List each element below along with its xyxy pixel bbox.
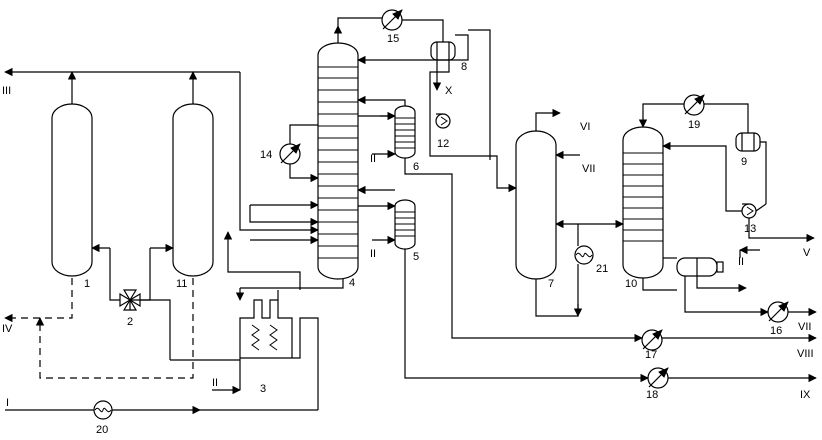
label-6: 6 — [413, 161, 419, 173]
stream-V: V — [803, 247, 811, 259]
column-10 — [622, 126, 664, 279]
line-valve-right — [140, 248, 151, 301]
stream-III: III — [2, 85, 11, 97]
label-14: 14 — [260, 149, 272, 161]
reflux-drum-8 — [430, 41, 456, 61]
pumparound-14-out — [289, 124, 318, 144]
reboiler-10 — [676, 257, 724, 277]
label-9: 9 — [741, 156, 747, 168]
overhead-to-drum-8 — [402, 19, 444, 42]
label-12: 12 — [437, 138, 449, 150]
stripper-5 — [394, 199, 416, 250]
stream-VI: VI — [580, 121, 590, 133]
pump-12-icon — [435, 113, 451, 129]
stream-VII-column-7: VII — [582, 163, 595, 175]
stream-VII-outlet: VII — [798, 321, 811, 333]
cooler-14-icon — [279, 143, 301, 165]
pump-13-icon — [741, 203, 757, 219]
label-13: 13 — [744, 223, 756, 235]
column-10-bottoms — [642, 278, 677, 291]
equipment-labels: 1 2 3 4 5 6 7 8 9 10 11 12 13 14 15 16 1… — [84, 33, 782, 436]
label-21: 21 — [596, 263, 608, 275]
stream-II-stripper-6: II — [370, 153, 376, 165]
label-8: 8 — [461, 61, 467, 73]
cooler-18-icon — [647, 367, 669, 389]
reactor-11 — [172, 103, 214, 277]
reflux-drum-9 — [735, 132, 761, 152]
column-4-bottoms — [240, 279, 344, 289]
furnace-feed — [292, 317, 319, 410]
stream-IX: IX — [800, 389, 811, 401]
stream-II-furnace: II — [212, 377, 218, 389]
stream-II-reboiler: II — [738, 256, 744, 268]
label-2: 2 — [127, 316, 133, 328]
stripper-6-product — [404, 158, 643, 343]
label-5: 5 — [413, 251, 419, 263]
drum-8-gas — [468, 29, 491, 160]
stream-labels: I II II II II III IV V VI VII VII VIII I… — [2, 85, 814, 409]
heater-20-icon — [93, 400, 113, 420]
stream-I: I — [6, 397, 9, 409]
stream-IV-line — [4, 278, 194, 379]
stream-IV: IV — [2, 323, 13, 335]
line-furnace-to-valve — [129, 299, 171, 360]
cooler-16-icon — [767, 301, 789, 323]
heater-21-icon — [574, 245, 594, 265]
stream-VIII: VIII — [797, 348, 814, 360]
label-3: 3 — [260, 383, 266, 395]
label-11: 11 — [176, 278, 187, 290]
label-10: 10 — [625, 278, 637, 290]
stripper-6 — [394, 105, 416, 159]
line-valve-left — [109, 248, 120, 301]
fractionating-column-4 — [317, 42, 359, 280]
stream-III-line — [4, 67, 319, 235]
condenser-15-icon — [381, 9, 403, 31]
column-7 — [515, 130, 557, 280]
stream-X: X — [445, 85, 453, 97]
label-1: 1 — [84, 278, 90, 290]
label-7: 7 — [548, 278, 554, 290]
condenser-19-icon — [683, 94, 705, 116]
line-to-column4-bottom — [223, 231, 301, 290]
reactor-1 — [51, 103, 93, 277]
label-4: 4 — [349, 277, 355, 289]
cooler-17-icon — [641, 329, 663, 351]
furnace-3 — [239, 299, 293, 359]
label-19: 19 — [688, 119, 700, 131]
column-10-overhead — [638, 103, 684, 128]
column-7-bottoms — [535, 264, 579, 317]
column-7-overhead — [535, 108, 561, 131]
stream-II-stripper-5: II — [370, 248, 376, 260]
label-20: 20 — [96, 424, 108, 436]
label-16: 16 — [770, 325, 782, 337]
label-18: 18 — [646, 389, 658, 401]
stripper-5-product — [404, 249, 649, 383]
label-17: 17 — [645, 349, 657, 361]
label-15: 15 — [387, 33, 399, 45]
